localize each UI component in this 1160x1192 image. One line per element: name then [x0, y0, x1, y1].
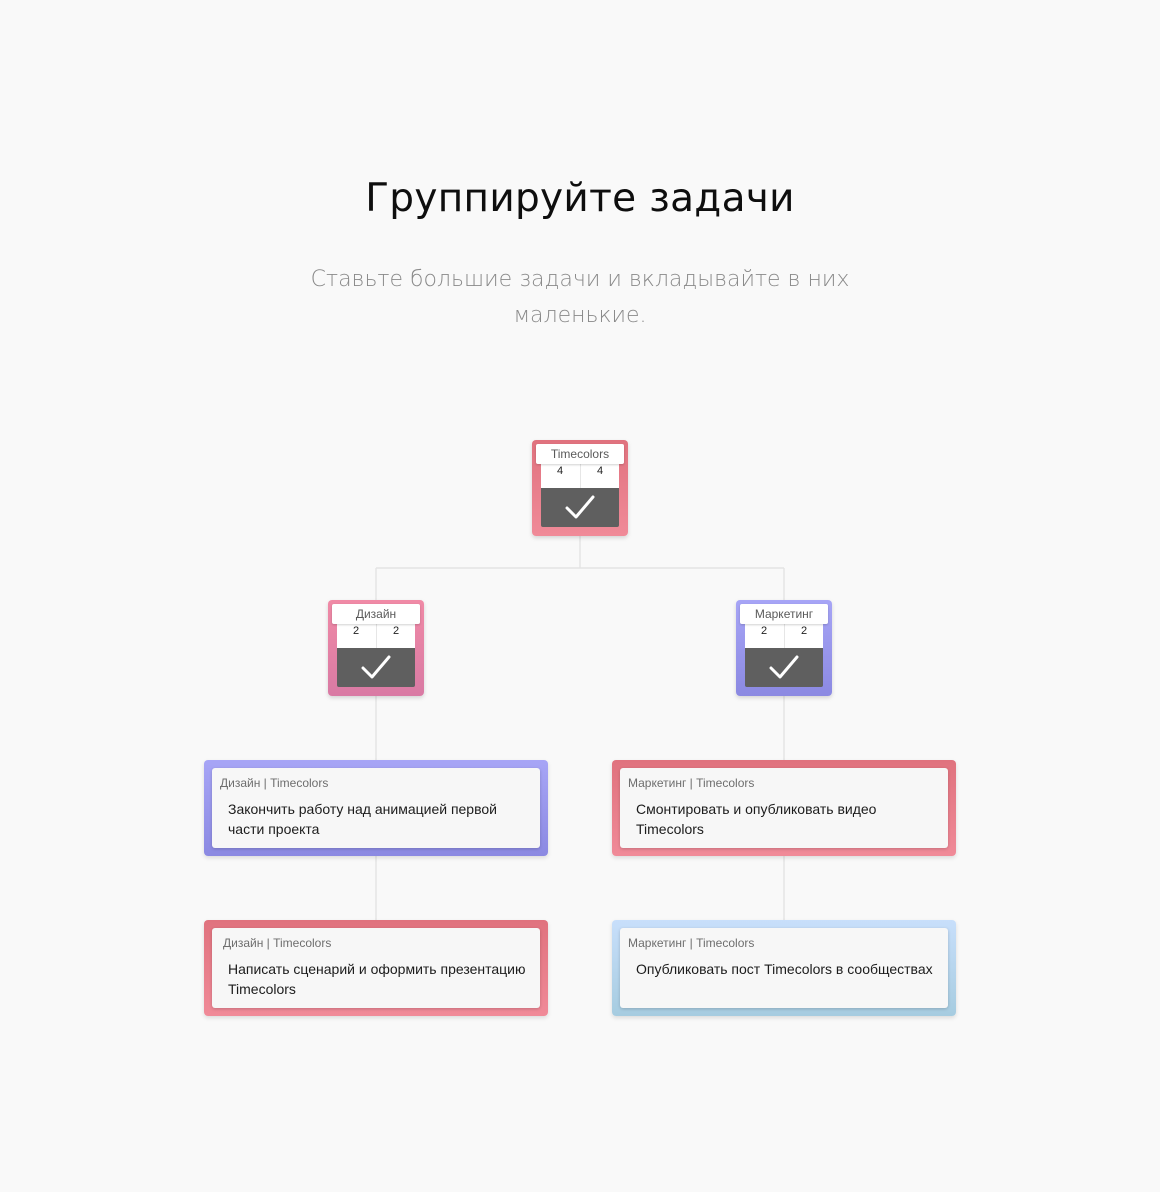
group-node-marketing[interactable]: Маркетинг 2 2	[736, 600, 832, 696]
complete-button-design[interactable]	[337, 648, 415, 687]
task-meta: Дизайн | Timecolors	[220, 776, 329, 790]
count-left: 2	[352, 625, 360, 637]
task-card-body: Маркетинг | Timecolors Опубликовать пост…	[620, 928, 948, 1008]
counts-divider	[784, 620, 785, 648]
task-title: Написать сценарий и оформить презентацию…	[228, 961, 526, 997]
checkmark-icon	[565, 495, 595, 519]
group-counts-root: 4 4	[541, 460, 619, 488]
task-card-body: Дизайн | Timecolors Написать сценарий и …	[212, 928, 540, 1008]
counts-divider	[580, 460, 581, 488]
group-label-design: Дизайн	[332, 604, 420, 624]
checkmark-icon	[361, 655, 391, 679]
count-right: 2	[800, 625, 808, 637]
group-label-root: Timecolors	[536, 444, 624, 464]
page-subtitle: Ставьте большие задачи и вкладывайте в н…	[310, 267, 850, 328]
count-right: 4	[596, 465, 604, 477]
task-card-marketing-video[interactable]: Маркетинг | Timecolors Смонтировать и оп…	[612, 760, 956, 856]
task-meta: Маркетинг | Timecolors	[628, 936, 755, 950]
task-card-design-animation[interactable]: Дизайн | Timecolors Закончить работу над…	[204, 760, 548, 856]
task-meta: Маркетинг | Timecolors	[628, 776, 755, 790]
group-label-marketing: Маркетинг	[740, 604, 828, 624]
count-left: 2	[760, 625, 768, 637]
task-title: Закончить работу над анимацией первой ча…	[228, 801, 497, 837]
group-counts-design: 2 2	[337, 620, 415, 648]
task-card-body: Маркетинг | Timecolors Смонтировать и оп…	[620, 768, 948, 848]
task-title: Опубликовать пост Timecolors в сообществ…	[636, 961, 933, 977]
group-counts-marketing: 2 2	[745, 620, 823, 648]
complete-button-marketing[interactable]	[745, 648, 823, 687]
counts-divider	[376, 620, 377, 648]
checkmark-icon	[769, 655, 799, 679]
task-card-marketing-post[interactable]: Маркетинг | Timecolors Опубликовать пост…	[612, 920, 956, 1016]
task-card-design-presentation[interactable]: Дизайн | Timecolors Написать сценарий и …	[204, 920, 548, 1016]
complete-button-root[interactable]	[541, 488, 619, 527]
group-node-design[interactable]: Дизайн 2 2	[328, 600, 424, 696]
task-card-body: Дизайн | Timecolors Закончить работу над…	[212, 768, 540, 848]
count-left: 4	[556, 465, 564, 477]
task-title: Смонтировать и опубликовать видео Timeco…	[636, 801, 877, 837]
task-meta: Дизайн | Timecolors	[223, 936, 332, 950]
count-right: 2	[392, 625, 400, 637]
page-title: Группируйте задачи	[365, 176, 795, 221]
group-node-root[interactable]: Timecolors 4 4	[532, 440, 628, 536]
